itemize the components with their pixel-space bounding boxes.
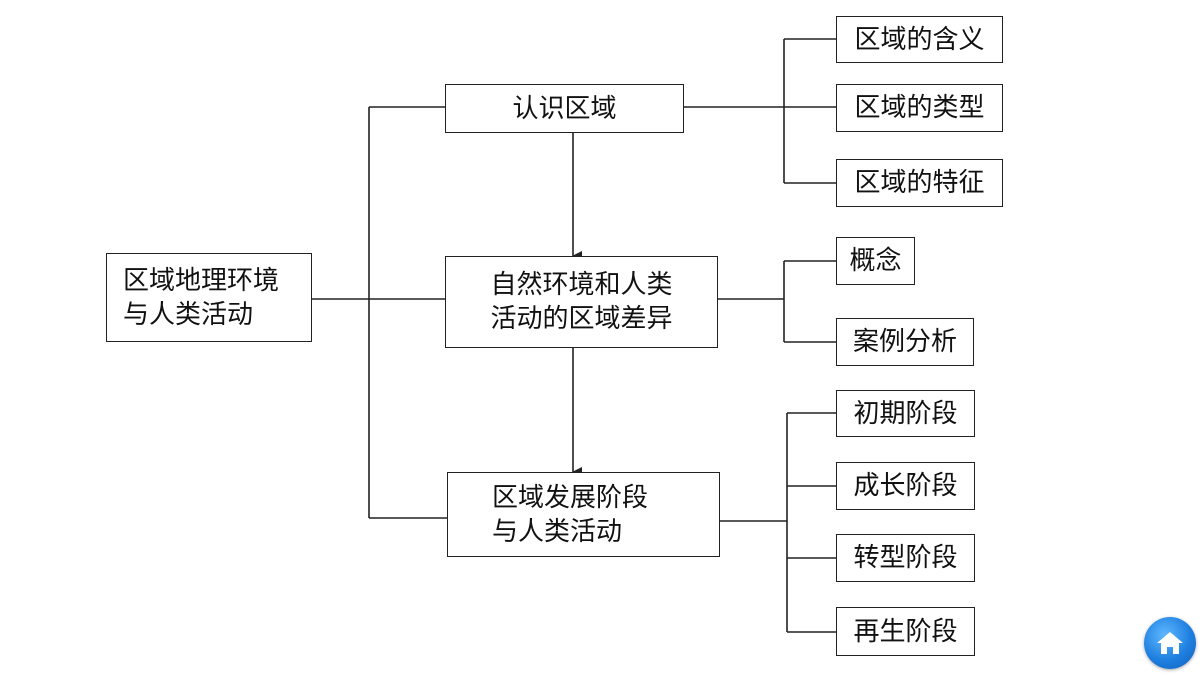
root-node: 区域地理环境 与人类活动 <box>106 253 312 342</box>
node-regional-difference-line-2: 活动的区域差异 <box>490 304 673 334</box>
leaf-regeneration-stage: 再生阶段 <box>836 607 975 656</box>
leaf-region-features: 区域的特征 <box>836 159 1003 207</box>
leaf-regeneration-stage-label: 再生阶段 <box>853 616 958 647</box>
leaf-growth-stage: 成长阶段 <box>836 462 975 510</box>
leaf-transition-stage-label: 转型阶段 <box>853 543 958 573</box>
leaf-case-analysis: 案例分析 <box>836 318 974 366</box>
node-regional-difference: 自然环境和人类 活动的区域差异 <box>445 256 718 348</box>
leaf-region-types-label: 区域的类型 <box>854 93 985 123</box>
home-icon <box>1157 632 1183 654</box>
node-regional-difference-line-1: 自然环境和人类 <box>490 270 673 300</box>
leaf-region-features-label: 区域的特征 <box>854 168 985 198</box>
leaf-region-types: 区域的类型 <box>836 84 1003 132</box>
leaf-region-meaning: 区域的含义 <box>836 16 1003 63</box>
leaf-concept-label: 概念 <box>849 246 902 276</box>
node-regional-development: 区域发展阶段 与人类活动 <box>447 472 720 557</box>
leaf-initial-stage-label: 初期阶段 <box>853 398 958 429</box>
leaf-initial-stage: 初期阶段 <box>836 390 975 437</box>
node-recognize-region: 认识区域 <box>445 84 684 133</box>
node-regional-development-line-2: 与人类活动 <box>492 516 623 547</box>
leaf-region-meaning-label: 区域的含义 <box>854 24 985 55</box>
node-regional-development-line-1: 区域发展阶段 <box>492 482 649 513</box>
leaf-concept: 概念 <box>836 237 915 285</box>
leaf-growth-stage-label: 成长阶段 <box>853 471 958 501</box>
leaf-case-analysis-label: 案例分析 <box>852 327 957 357</box>
home-button[interactable] <box>1144 617 1196 669</box>
node-recognize-region-label: 认识区域 <box>512 93 617 124</box>
leaf-transition-stage: 转型阶段 <box>836 534 975 582</box>
root-node-line-2: 与人类活动 <box>123 299 254 330</box>
root-node-line-1: 区域地理环境 <box>123 265 280 296</box>
